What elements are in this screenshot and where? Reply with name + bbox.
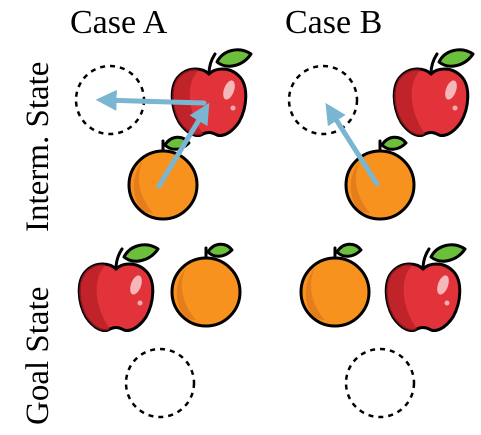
orange-icon xyxy=(170,242,242,328)
apple-icon xyxy=(392,48,475,137)
orange-icon xyxy=(299,242,371,328)
apple-icon xyxy=(77,243,160,332)
column-title-case-b: Case B xyxy=(285,4,383,41)
apple-icon xyxy=(170,48,253,137)
move-arrow-orange-a xyxy=(156,102,210,189)
empty-slot-b-interm xyxy=(287,64,359,136)
empty-slot-b-goal xyxy=(344,347,416,419)
move-arrow-orange-b xyxy=(325,102,380,187)
apple-icon xyxy=(384,243,467,332)
empty-slot-a-goal xyxy=(124,347,196,419)
move-arrow-apple-a xyxy=(95,89,207,111)
column-title-case-a: Case A xyxy=(70,4,168,41)
